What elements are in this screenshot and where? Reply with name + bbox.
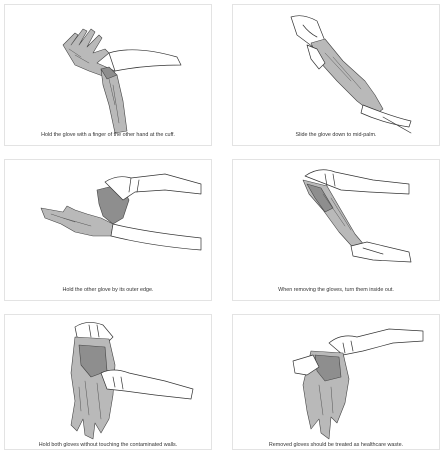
- hold-both-illustration: [5, 315, 213, 451]
- hold-cuff-illustration: [5, 5, 213, 147]
- slide-glove-illustration: [233, 5, 441, 147]
- step-caption-2: Slide the glove down to mid-palm.: [235, 132, 437, 139]
- step-caption-1: Hold the glove with a finger of the othe…: [7, 132, 209, 139]
- hold-edge-illustration: [5, 160, 213, 302]
- step-caption-3: Hold the other glove by its outer edge.: [7, 287, 209, 294]
- step-caption-5: Hold both gloves without touching the co…: [7, 442, 209, 449]
- step-card-4: When removing the gloves, turn them insi…: [232, 159, 440, 301]
- inside-out-illustration: [233, 160, 441, 302]
- step-card-6: Removed gloves should be treated as heal…: [232, 314, 440, 450]
- step-card-5: Hold both gloves without touching the co…: [4, 314, 212, 450]
- step-caption-4: When removing the gloves, turn them insi…: [235, 287, 437, 294]
- discard-gloves-illustration: [233, 315, 441, 451]
- step-card-2: Slide the glove down to mid-palm.: [232, 4, 440, 146]
- step-card-1: Hold the glove with a finger of the othe…: [4, 4, 212, 146]
- step-caption-6: Removed gloves should be treated as heal…: [235, 442, 437, 449]
- step-card-3: Hold the other glove by its outer edge.: [4, 159, 212, 301]
